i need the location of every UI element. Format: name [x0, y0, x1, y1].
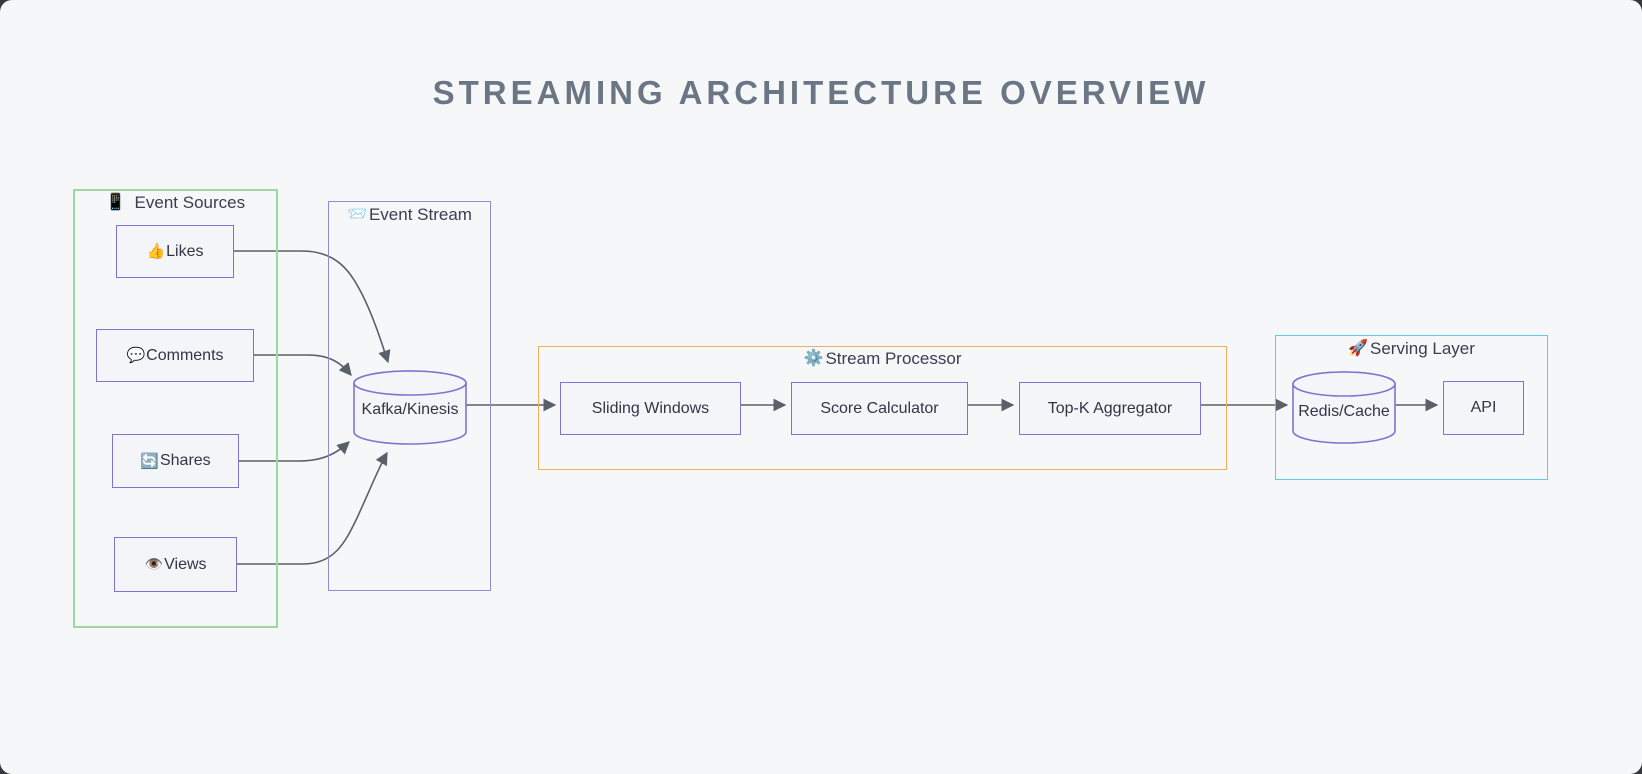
kafka-cylinder-shape: [353, 370, 467, 445]
rocket-icon: 🚀: [1348, 340, 1369, 357]
group-event-stream: [328, 201, 491, 591]
node-api: API: [1443, 381, 1524, 435]
group-label-text: Event Stream: [368, 205, 472, 224]
node-kafka-label: Kafka/Kinesis: [354, 395, 466, 425]
redis-cylinder-shape: [1292, 371, 1396, 444]
node-sliding-windows: Sliding Windows: [560, 382, 741, 435]
group-event-sources-label: 📱 Event Sources: [73, 192, 278, 214]
gear-icon: ⚙️: [803, 350, 824, 367]
node-score-calculator: Score Calculator: [791, 382, 968, 435]
node-redis-label: Redis/Cache: [1293, 397, 1395, 427]
node-label: Likes: [166, 242, 204, 260]
node-label: Sliding Windows: [591, 399, 710, 417]
edge-likes-kafka: [234, 250, 391, 364]
incoming-envelope-icon: 📨: [347, 206, 367, 223]
node-comments: 💬Comments: [96, 329, 254, 382]
node-label: API: [1470, 399, 1497, 416]
group-stream-processor: [538, 346, 1227, 470]
diagram-title: STREAMING ARCHITECTURE OVERVIEW: [432, 74, 1210, 111]
group-serving-layer: [1275, 335, 1548, 480]
node-label: Score Calculator: [820, 399, 939, 417]
mobile-phone-icon: 📱: [105, 194, 126, 211]
node-label: Shares: [159, 452, 211, 469]
edge-comments-kafka: [254, 354, 352, 376]
circular-arrows-icon: 🔄: [140, 452, 159, 470]
node-label: Comments: [146, 346, 224, 364]
node-topk-aggregator: Top-K Aggregator: [1019, 382, 1201, 435]
node-label: Views: [164, 555, 207, 573]
group-stream-processor-label: ⚙️Stream Processor: [538, 348, 1227, 370]
node-label: Redis/Cache: [1298, 403, 1390, 420]
edge-shares-kafka: [239, 441, 350, 462]
speech-balloon-icon: 💬: [126, 347, 146, 364]
group-label-text: Event Sources: [134, 193, 246, 212]
node-likes: 👍Likes: [116, 225, 234, 278]
group-label-text: Serving Layer: [1370, 339, 1475, 358]
node-shares: 🔄Shares: [112, 434, 239, 488]
node-views: 👁️Views: [114, 537, 237, 592]
eye-icon: 👁️: [144, 556, 164, 573]
edge-views-kafka: [237, 451, 388, 565]
group-serving-layer-label: 🚀Serving Layer: [1275, 338, 1548, 360]
group-label-text: Stream Processor: [825, 349, 962, 368]
thumbs-up-icon: 👍: [146, 243, 166, 260]
node-label: Kafka/Kinesis: [361, 401, 459, 418]
node-label: Top-K Aggregator: [1047, 399, 1173, 417]
group-event-sources: [73, 189, 278, 628]
group-event-stream-label: 📨Event Stream: [328, 204, 491, 226]
